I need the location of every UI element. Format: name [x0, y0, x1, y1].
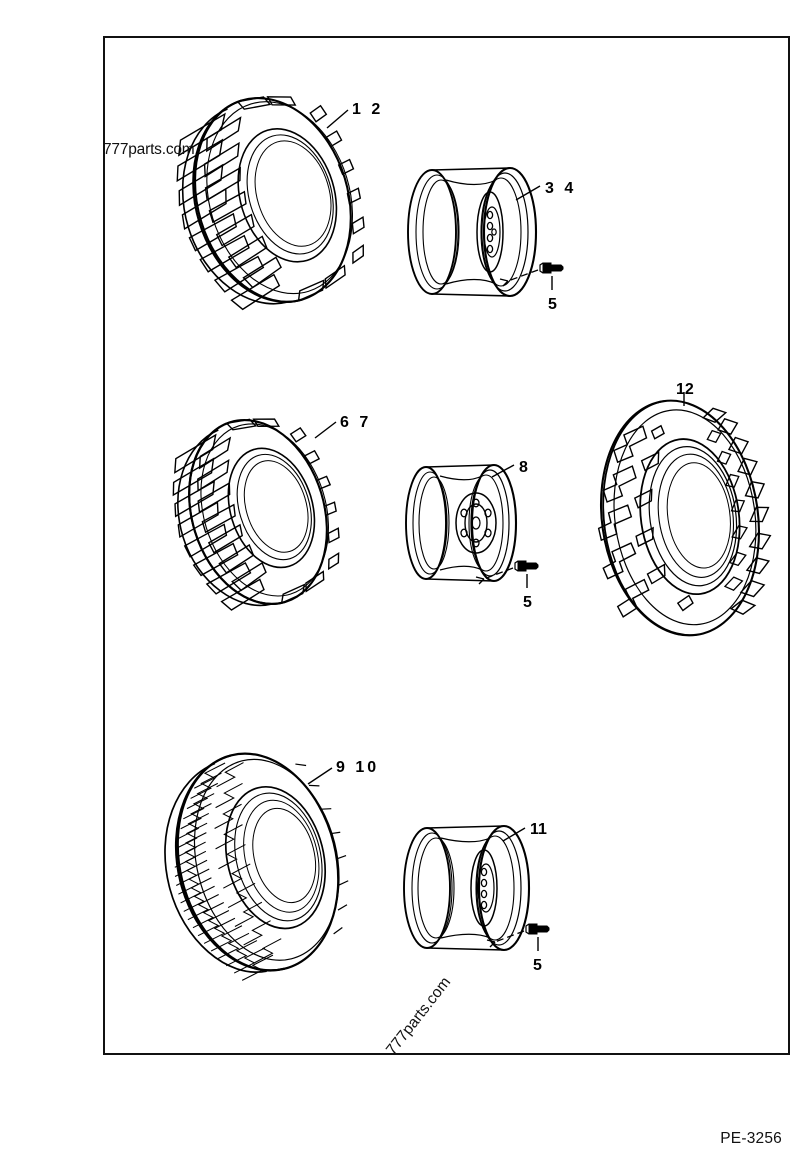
callout-tire-bottom-left: 9 10 — [336, 759, 380, 776]
callout-tire-middle-right: 12 — [676, 381, 694, 398]
callout-valve-upper: 5 — [548, 296, 557, 313]
diagram-frame — [103, 36, 790, 1055]
callout-rim-bottom: 11 — [530, 821, 547, 838]
callout-valve-middle: 5 — [523, 594, 532, 611]
callout-tire-upper-left: 1 2 — [352, 101, 384, 118]
callout-tire-middle-left: 6 7 — [340, 414, 372, 431]
reference-code: PE-3256 — [720, 1130, 782, 1147]
callout-valve-bottom: 5 — [533, 957, 542, 974]
callout-rim-upper-right: 3 4 — [545, 180, 577, 197]
callout-rim-middle: 8 — [519, 459, 528, 476]
watermark-left: 777parts.com — [103, 141, 195, 158]
